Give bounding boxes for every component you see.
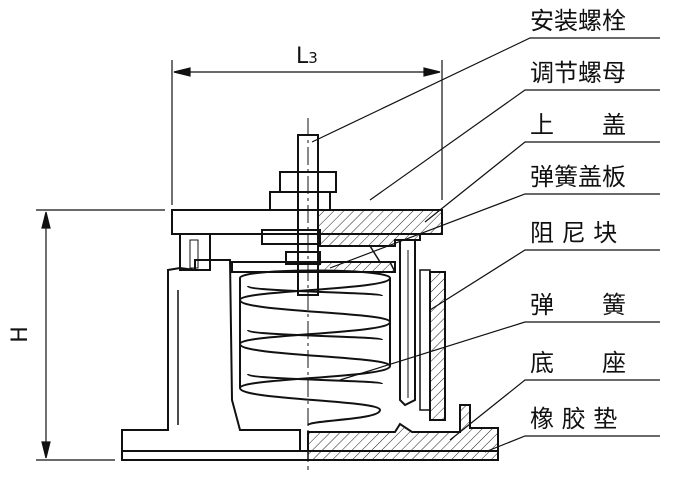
label-mounting-bolt: 安装螺栓 xyxy=(530,7,626,35)
label-adjusting-nut: 调节螺母 xyxy=(530,59,626,87)
dimension-h xyxy=(36,209,165,461)
label-base: 底 座 xyxy=(530,349,626,377)
rubber-pad-shape xyxy=(121,450,499,461)
h-label-text: H xyxy=(7,326,33,343)
spring-shape xyxy=(239,269,392,426)
damping-block-shape xyxy=(399,239,416,407)
l3-label: L3 xyxy=(296,44,318,69)
label-top-cover: 上 盖 xyxy=(530,111,626,139)
dimension-l3 xyxy=(171,60,443,205)
spring-cover-plate-shape xyxy=(231,245,397,273)
l3-label-main: L xyxy=(296,44,309,69)
h-label: H xyxy=(8,326,33,343)
label-damping-block: 阻 尼 块 xyxy=(530,219,618,247)
label-rubber-pad: 橡 胶 垫 xyxy=(530,405,618,433)
label-spring-cover-plate: 弹簧盖板 xyxy=(530,163,626,191)
label-spring: 弹 簧 xyxy=(530,291,626,319)
leader-lines xyxy=(311,37,660,453)
l3-label-sub: 3 xyxy=(308,49,318,67)
